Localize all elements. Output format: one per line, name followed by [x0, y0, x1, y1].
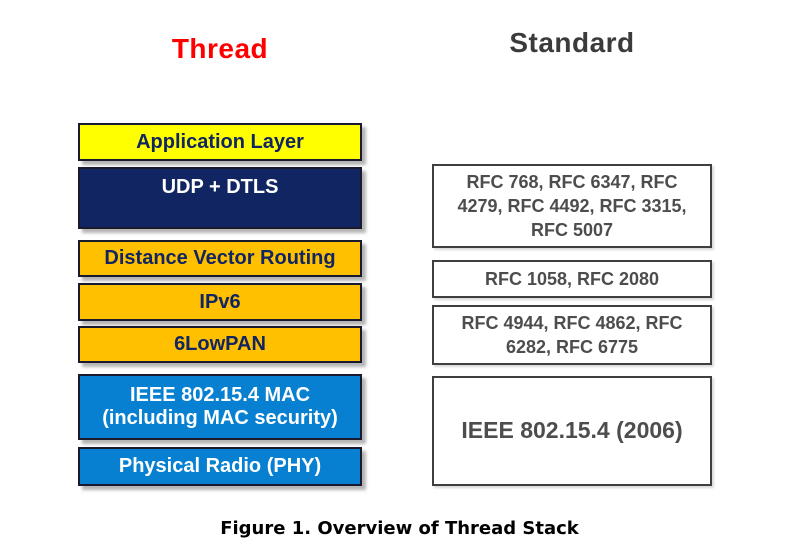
layer-distance-vector-routing: Distance Vector Routing	[78, 240, 362, 277]
layer-mac: IEEE 802.15.4 MAC (including MAC securit…	[78, 374, 362, 440]
standard-box-routing-rfcs: RFC 1058, RFC 2080	[432, 260, 712, 298]
layer-phy: Physical Radio (PHY)	[78, 447, 362, 486]
layer-6lowpan: 6LowPAN	[78, 326, 362, 363]
standard-box-ieee-802-15-4: IEEE 802.15.4 (2006)	[432, 376, 712, 486]
layer-mac-line2: (including MAC security)	[102, 407, 338, 429]
layer-ipv6: IPv6	[78, 283, 362, 321]
thread-column-title: Thread	[171, 33, 269, 64]
standard-box-transport-rfcs: RFC 768, RFC 6347, RFC 4279, RFC 4492, R…	[432, 164, 712, 248]
layer-application: Application Layer	[78, 123, 362, 161]
standard-box-6lowpan-rfcs: RFC 4944, RFC 4862, RFC 6282, RFC 6775	[432, 305, 712, 365]
figure-caption: Figure 1. Overview of Thread Stack	[220, 518, 579, 539]
layer-mac-line1: IEEE 802.15.4 MAC	[129, 384, 311, 406]
layer-udp-dtls: UDP + DTLS	[78, 167, 362, 229]
standard-column-title: Standard	[509, 27, 635, 58]
